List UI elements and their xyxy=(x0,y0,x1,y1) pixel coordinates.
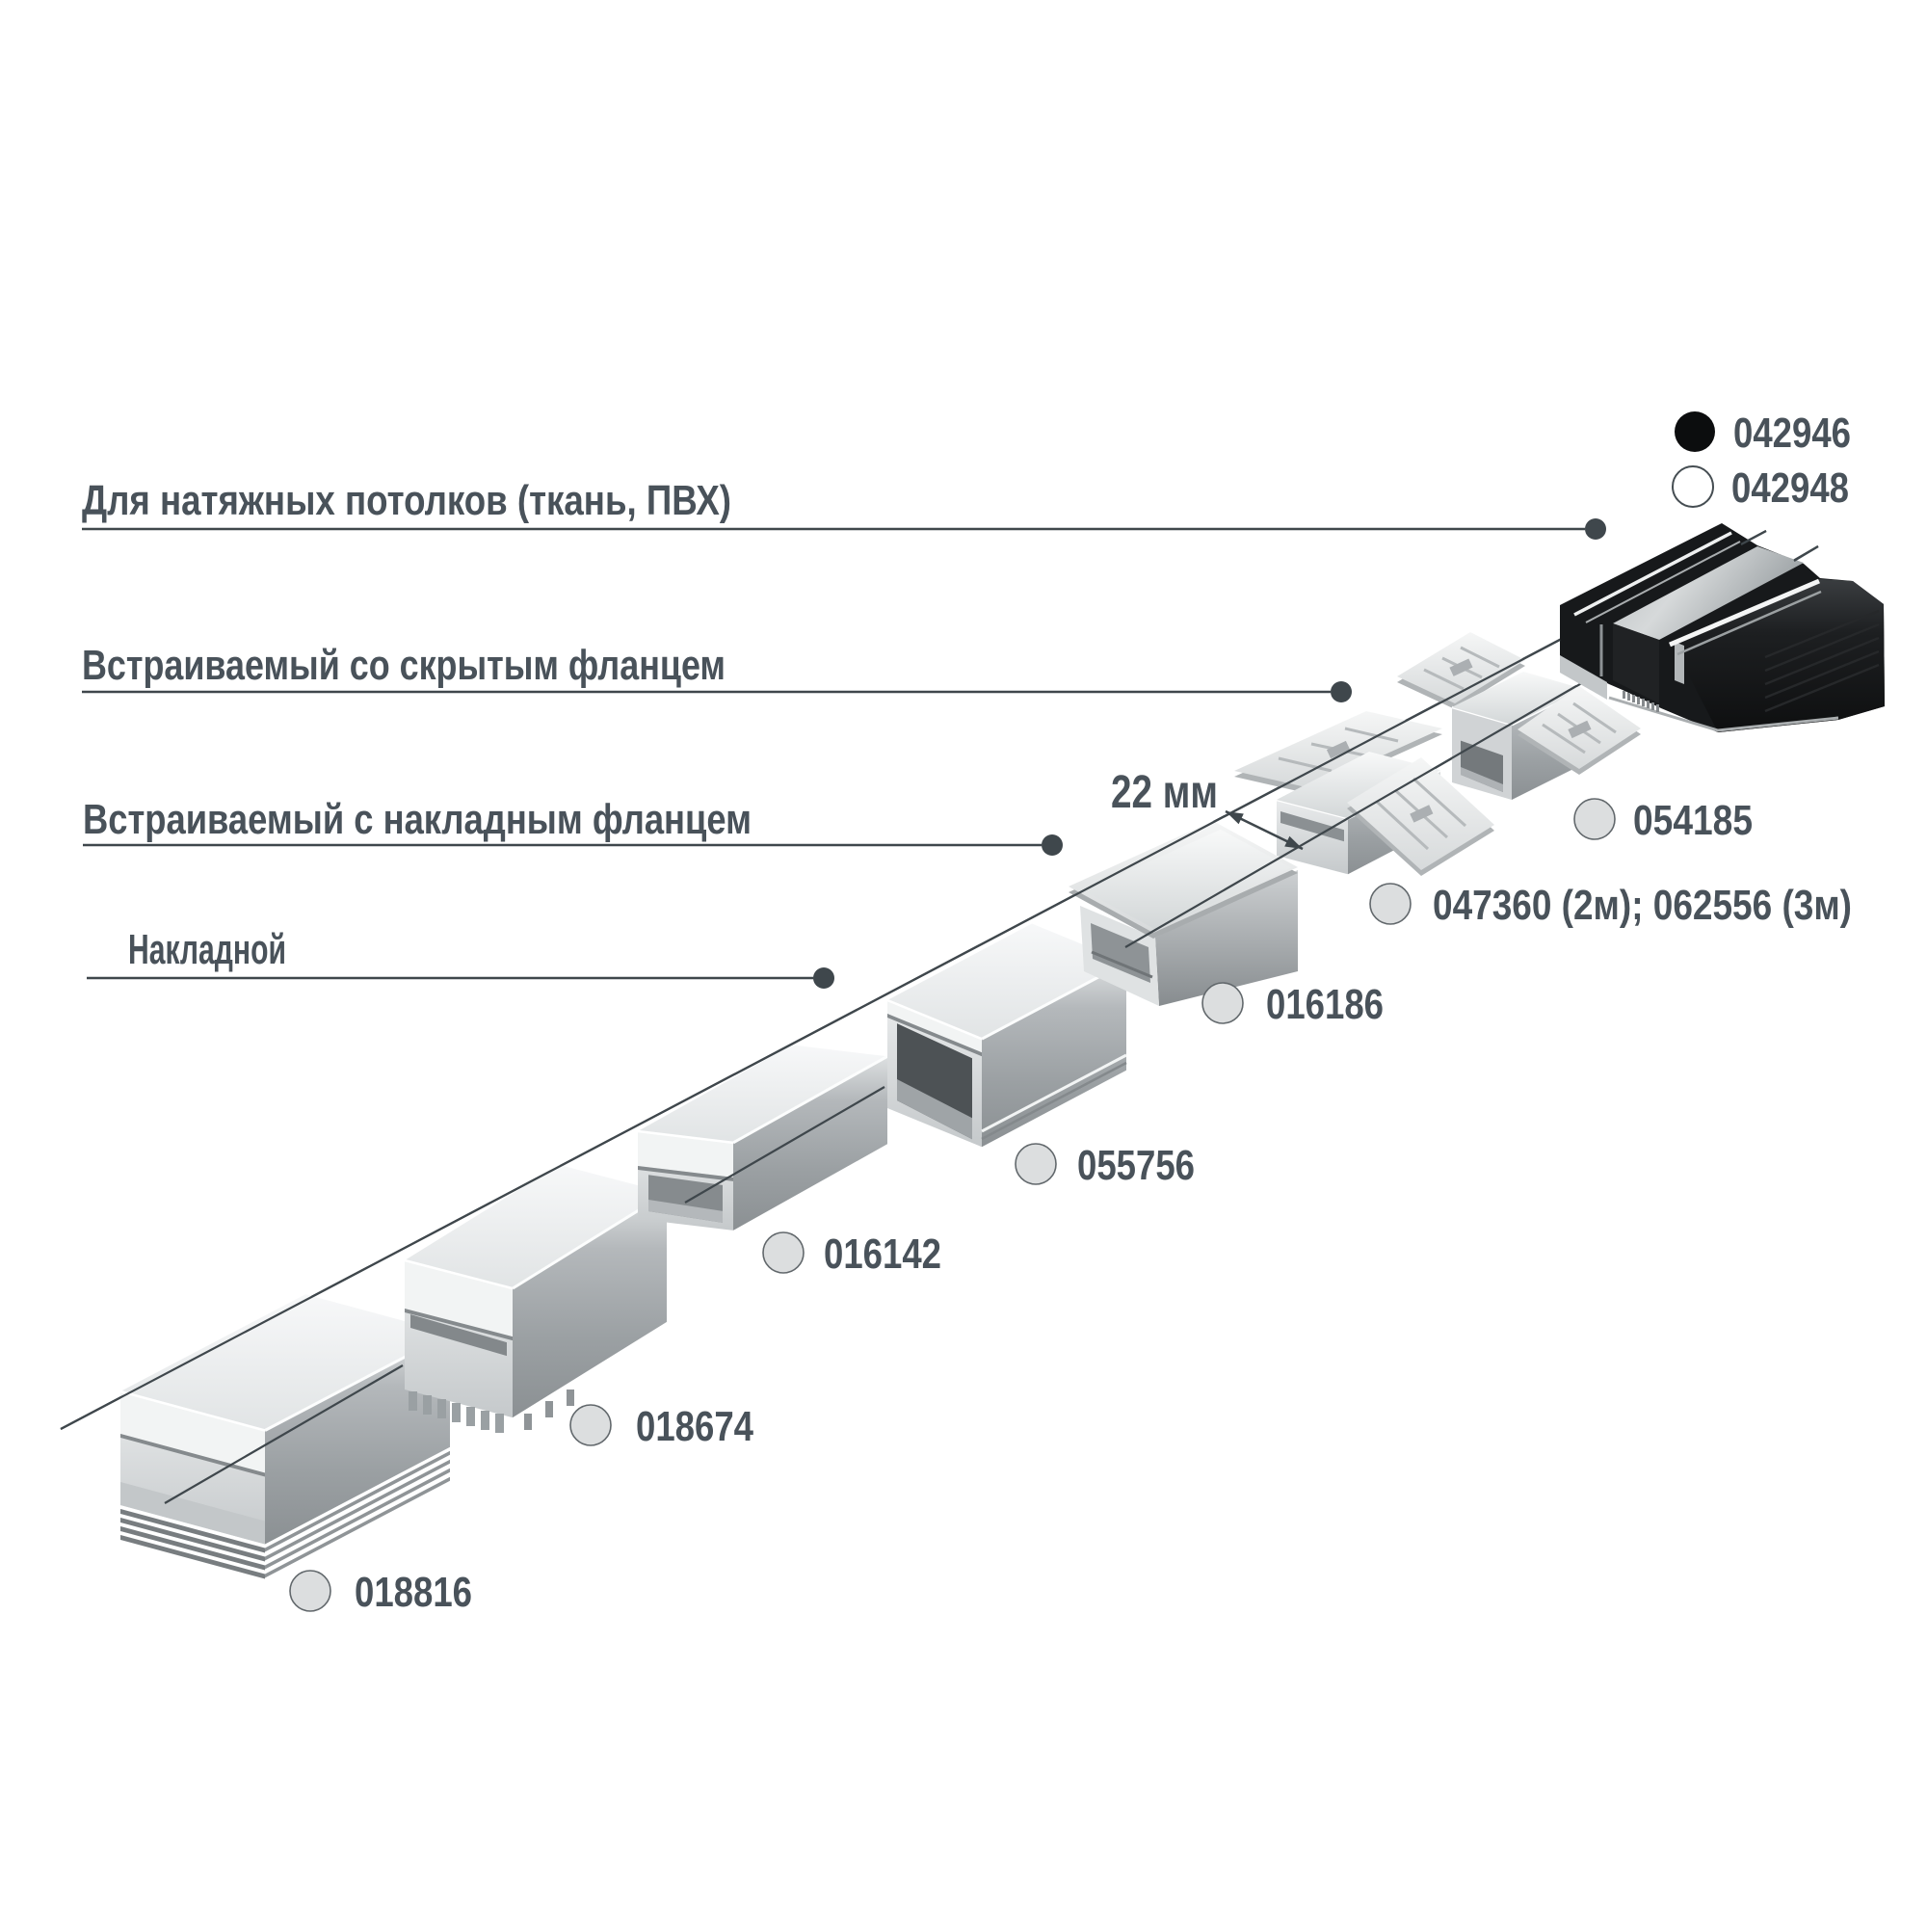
svg-text:054185: 054185 xyxy=(1633,797,1753,844)
svg-text:Накладной: Накладной xyxy=(128,926,286,973)
svg-text:018816: 018816 xyxy=(355,1569,472,1616)
svg-text:055756: 055756 xyxy=(1077,1142,1195,1189)
svg-text:042946: 042946 xyxy=(1733,410,1851,457)
svg-text:047360 (2м); 062556 (3м): 047360 (2м); 062556 (3м) xyxy=(1433,882,1852,929)
svg-text:22 мм: 22 мм xyxy=(1111,767,1218,818)
svg-text:Для натяжных потолков (ткань,: Для натяжных потолков (ткань, ПВХ) xyxy=(82,477,731,524)
svg-text:042948: 042948 xyxy=(1731,464,1849,512)
svg-text:018674: 018674 xyxy=(636,1403,753,1450)
svg-text:016186: 016186 xyxy=(1266,981,1384,1028)
svg-text:Встраиваемый с накладным фланц: Встраиваемый с накладным фланцем xyxy=(83,796,752,843)
svg-text:Встраиваемый со скрытым фланце: Встраиваемый со скрытым фланцем xyxy=(82,642,726,689)
svg-text:016142: 016142 xyxy=(824,1231,941,1278)
